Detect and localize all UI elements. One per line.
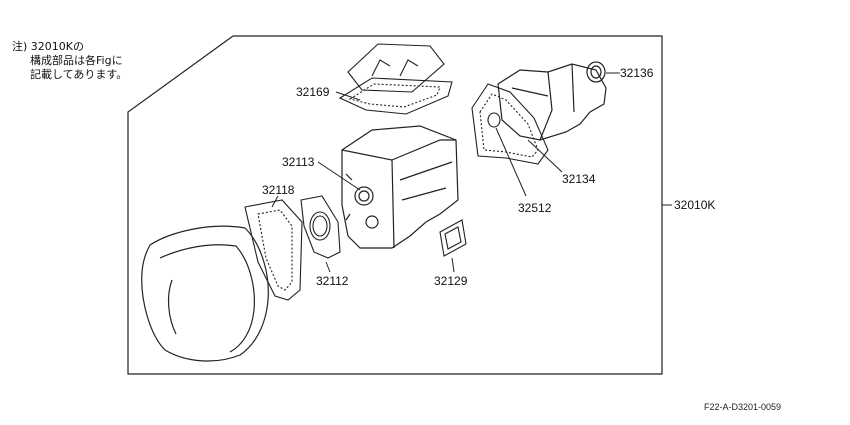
figure-code: F22-A-D3201-0059 (704, 402, 781, 412)
gasket-32129-part (439, 219, 467, 257)
extension-gasket-part (471, 83, 549, 165)
label-32134: 32134 (562, 172, 596, 186)
top-cover-part (347, 43, 445, 93)
label-32118: 32118 (262, 183, 295, 197)
gasket-32169-part (338, 77, 453, 115)
gasket-32118-part (244, 199, 303, 301)
gasket-32112-part (300, 195, 341, 259)
transmission-case-part (341, 125, 459, 249)
label-32169: 32169 (296, 85, 330, 99)
seal-32512-part (487, 112, 501, 128)
label-32129: 32129 (434, 274, 468, 288)
note-line-2: 構成部品は各Figに (30, 54, 123, 67)
assembly-note: 注) 32010Kの 構成部品は各Figに 記載してあります。 (12, 40, 127, 82)
note-line-1: 注) 32010Kの (12, 40, 85, 53)
bell-housing-part (141, 225, 269, 362)
assembly-frame (127, 35, 663, 375)
label-32512: 32512 (518, 201, 552, 215)
note-line-3: 記載してあります。 (30, 68, 128, 81)
label-32136: 32136 (620, 66, 654, 80)
oil-seal-32136-part (586, 61, 606, 83)
label-32113: 32113 (282, 155, 315, 169)
label-32112: 32112 (316, 274, 349, 288)
label-32010K: 32010K (674, 198, 715, 212)
extension-housing-part (497, 63, 607, 141)
